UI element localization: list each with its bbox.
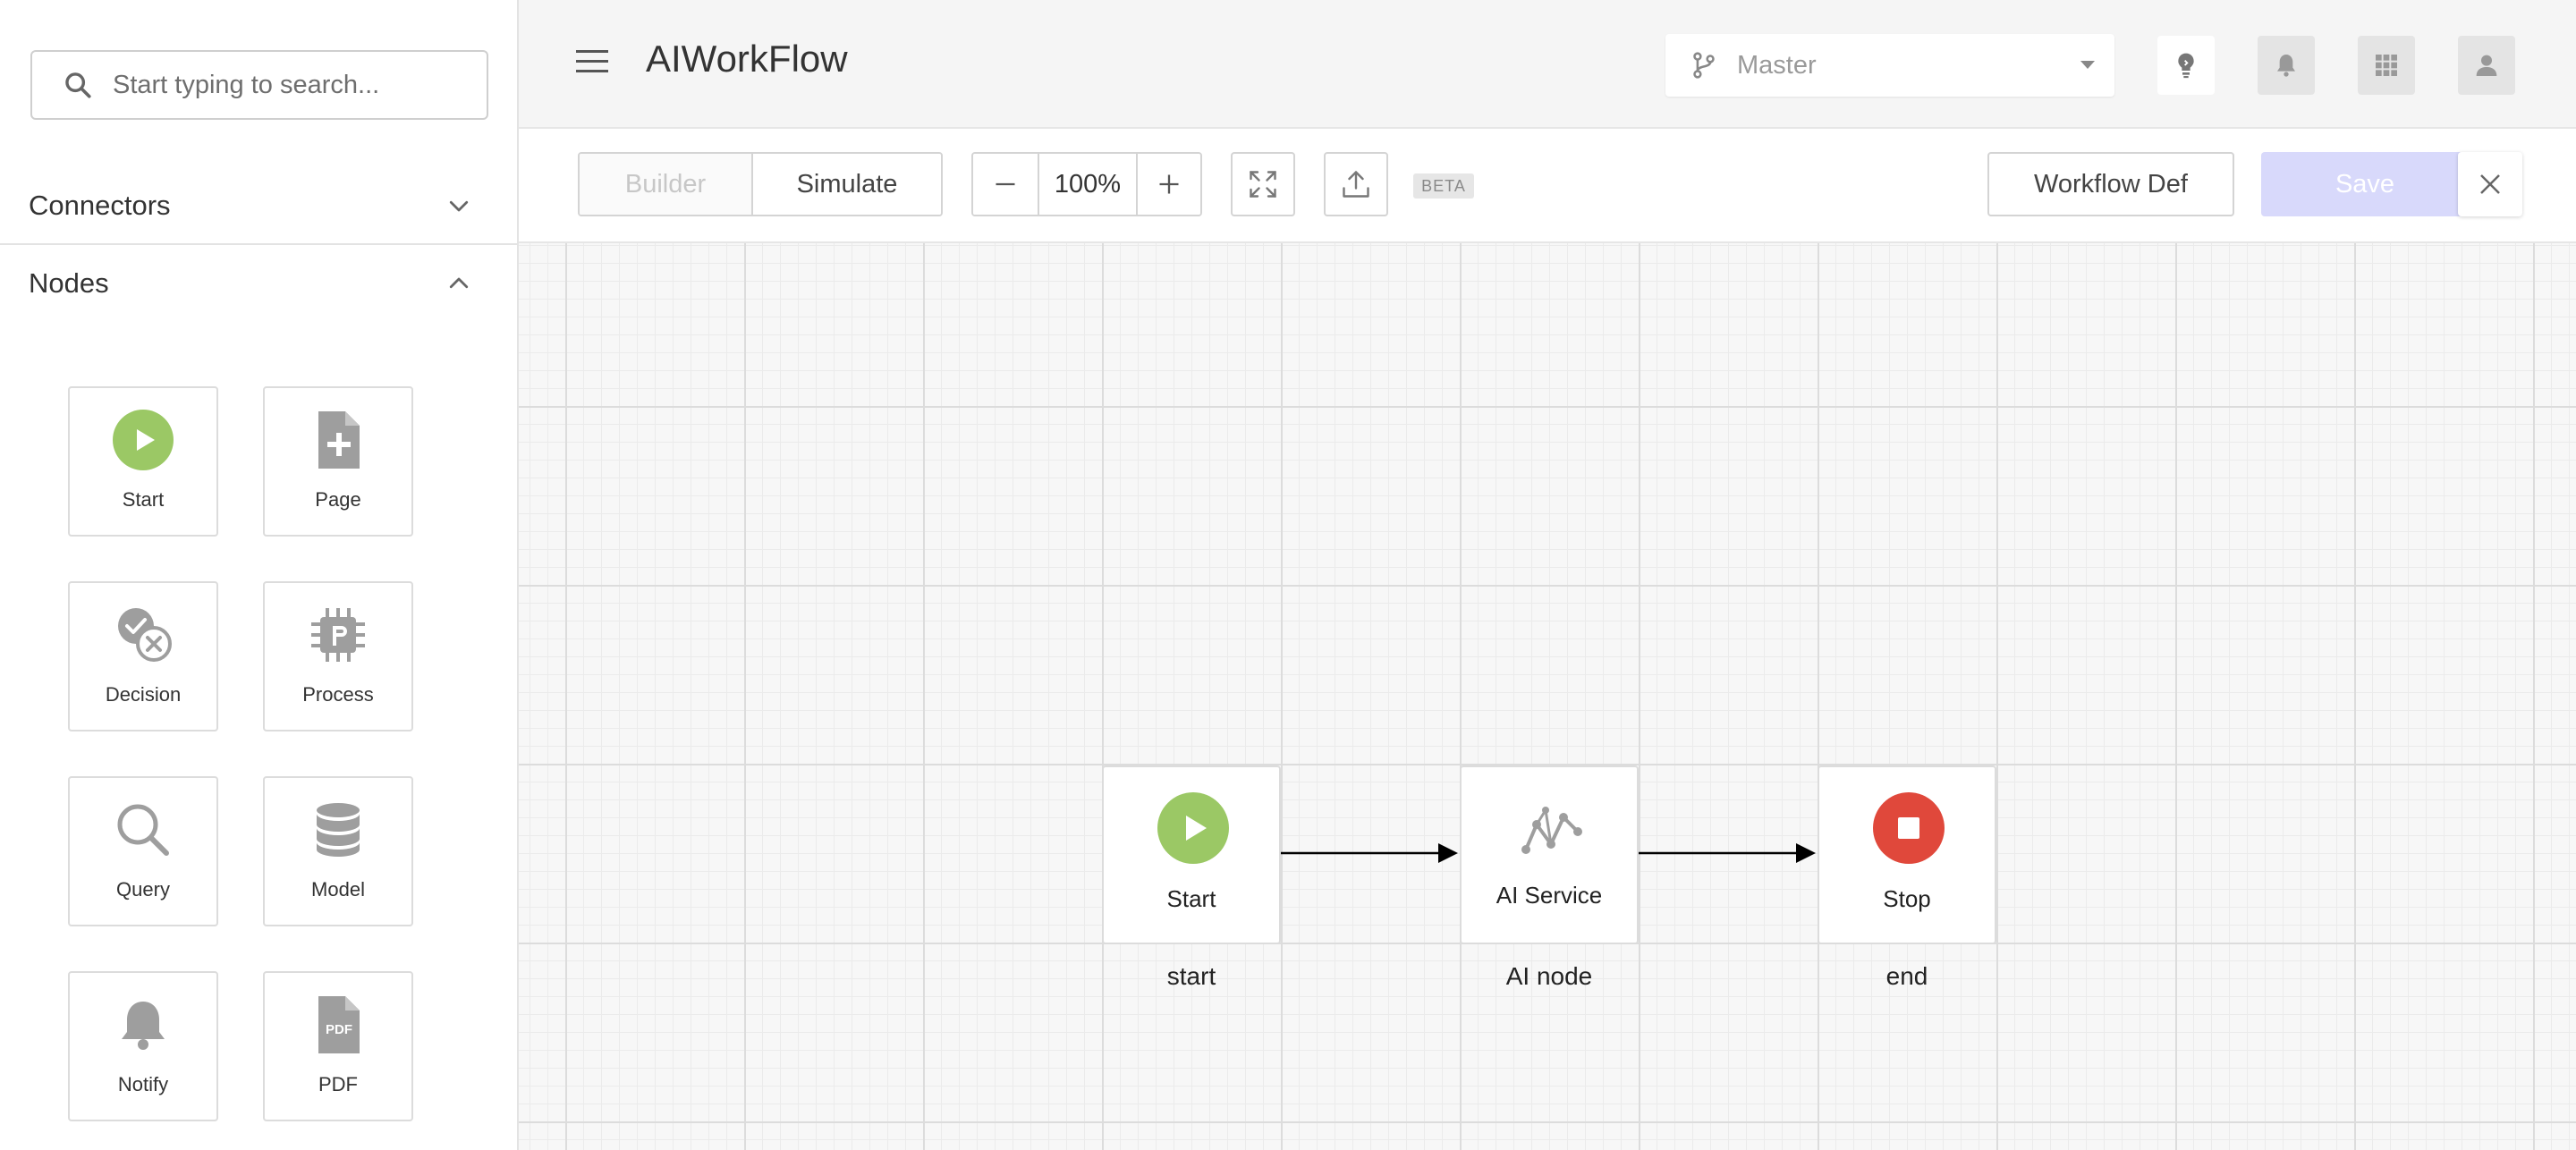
ai-graph-icon [1521,807,1582,854]
fit-screen-button[interactable] [1231,152,1295,216]
top-bar: AIWorkFlow Master [519,0,2576,129]
node-tile-process[interactable]: Process [263,581,413,731]
pdf-icon: PDF [318,996,360,1053]
tile-label: Process [302,683,374,706]
workflow-node-stop[interactable]: Stop [1818,765,1996,944]
node-tile-query[interactable]: Query [68,776,218,926]
chevron-up-icon[interactable] [445,270,472,297]
plus-icon [1159,174,1179,194]
connectors-label: Connectors [29,190,171,221]
edges-layer [1281,843,1816,863]
zoom-level: 100% [1038,154,1136,215]
node-tile-notify[interactable]: Notify [68,971,218,1121]
node-title: AI Service [1496,882,1603,909]
node-title: Stop [1883,885,1931,912]
search-icon [65,72,91,98]
workflow-node-start[interactable]: Start [1102,765,1281,944]
profile-button[interactable] [2458,36,2515,95]
database-icon [317,803,360,857]
lightbulb-icon [2178,53,2194,79]
branch-select[interactable]: Master [1665,34,2114,97]
branch-icon [1693,52,1715,79]
nodes-section-header[interactable]: Nodes [0,245,517,322]
play-circle-icon [1157,792,1229,864]
tile-label: Decision [105,683,182,706]
tile-label: Page [315,488,361,511]
workflow-def-button[interactable]: Workflow Def [1987,152,2234,216]
export-button[interactable] [1324,152,1388,216]
tile-label: Start [122,488,165,511]
zoom-in-button[interactable] [1136,154,1200,215]
notifications-button[interactable] [2258,36,2315,95]
apps-button[interactable] [2358,36,2415,95]
upload-icon [1343,171,1369,198]
workflow-node-ai-service[interactable]: AI Service [1460,765,1639,944]
close-icon [2480,174,2500,194]
chevron-down-icon[interactable] [445,192,472,219]
mode-toggle: Builder Simulate [578,152,943,216]
stop-circle-icon [1873,792,1945,864]
user-icon [2476,55,2497,76]
toolbar: Builder Simulate 100% [519,129,2576,243]
tile-label: Query [116,878,170,901]
node-tile-pdf[interactable]: PDF PDF [263,971,413,1121]
nodes-label: Nodes [29,267,109,299]
app-title: AIWorkFlow [646,38,848,80]
node-title: Start [1166,885,1216,912]
play-circle-icon [113,410,174,470]
arrowhead-icon [1796,843,1816,863]
node-subtitle: end [1885,962,1928,990]
node-tile-page[interactable]: Page [263,386,413,537]
simulate-tab[interactable]: Simulate [751,154,941,215]
node-tile-start[interactable]: Start [68,386,218,537]
beta-badge: BETA [1413,173,1474,199]
apps-grid-icon [2376,55,2397,76]
node-tile-decision[interactable]: Decision [68,581,218,731]
bell-icon [122,1002,165,1050]
tile-label: Model [311,878,365,901]
sidebar: Connectors Nodes Start Page [0,0,519,1150]
search-input[interactable] [113,70,470,100]
node-subtitle: AI node [1505,962,1593,990]
node-subtitle: start [1166,962,1216,990]
zoom-out-button[interactable] [973,154,1038,215]
bell-icon [2277,55,2295,77]
menu-icon[interactable] [576,48,608,75]
arrowhead-icon [1438,843,1458,863]
decision-icon [118,608,172,662]
minus-icon [996,182,1015,186]
page-add-icon [318,411,360,469]
ideas-button[interactable] [2157,36,2215,95]
workflow-canvas[interactable]: Start start AI Service AI node Stop end [519,243,2576,1150]
chip-icon [311,608,365,662]
connectors-section-header[interactable]: Connectors [0,168,517,245]
close-button[interactable] [2458,152,2522,216]
zoom-control: 100% [971,152,1202,216]
chevron-down-icon [2080,61,2095,69]
expand-icon [1250,171,1276,198]
save-button[interactable]: Save [2261,152,2469,216]
builder-tab[interactable]: Builder [580,154,751,215]
pdf-icon-text: PDF [326,1022,352,1037]
node-tile-model[interactable]: Model [263,776,413,926]
search-field[interactable] [30,50,488,120]
branch-label: Master [1737,50,1817,80]
tile-label: PDF [318,1073,358,1095]
search-icon [117,804,169,856]
tile-label: Notify [117,1073,169,1095]
